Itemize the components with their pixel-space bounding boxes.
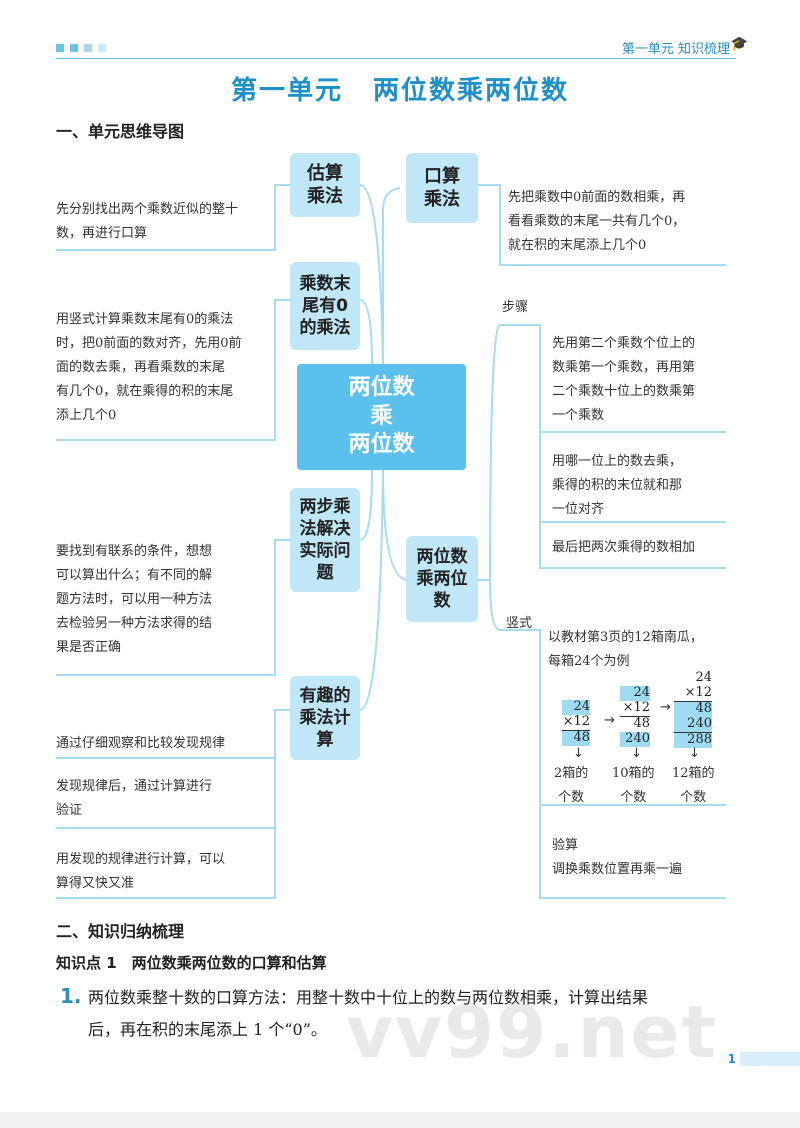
label-check: 验算 (552, 838, 579, 853)
header-decoration (56, 44, 106, 52)
label-vertical-form: 竖式 (506, 616, 533, 631)
header-label: 第一单元 知识梳理 (621, 42, 730, 57)
arrow-down-icon: ↓ (631, 746, 642, 761)
note-estimate: 先分别找出两个乘数近似的整十数，再进行口算 (56, 202, 239, 242)
arrow-down-icon: ↓ (689, 746, 700, 761)
arrow-right-icon: → (660, 700, 671, 715)
mindmap-center-topic: 两位数乘两位数 (297, 364, 466, 470)
page-title: 第一单元两位数乘两位数 (0, 70, 800, 107)
arrow-right-icon: → (604, 713, 615, 728)
item-1-text: 两位数乘整十数的口算方法：用整十数中十位上的数与两位数相乘，计算出结果 后，再在… (88, 988, 649, 1039)
arrow-down-icon: ↓ (573, 746, 584, 761)
node-estimate-multiplication: 估算乘法 (290, 153, 360, 217)
note-check: 调换乘数位置再乘一遍 (552, 862, 683, 877)
title-topic: 两位数乘两位数 (373, 76, 570, 106)
example-text: 以教材第3页的12箱南瓜，每箱24个为例 (548, 630, 703, 670)
item-number: 1. (60, 984, 82, 1008)
mindmap-connectors (56, 184, 726, 899)
calc-step-1: 24 ×12 48 (562, 699, 590, 746)
bottom-strip (0, 1112, 800, 1128)
title-unit: 第一单元 (230, 76, 343, 106)
note-zero-ending: 用竖式计算乘数末尾有0的乘法时，把0前面的数对齐，先用0前面的数去乘，再看乘数的… (56, 312, 242, 424)
note-oral: 先把乘数中0前面的数相乘，再看看乘数的末尾一共有几个0，就在积的末尾添上几个0 (508, 190, 686, 254)
note-two-step: 要找到有联系的条件，想想可以算出什么；有不同的解题方法时，可以用一种方法去检验另… (56, 544, 213, 656)
note-fun-observe: 通过仔细观察和比较发现规律 (56, 736, 226, 751)
page-number-bar (740, 1052, 800, 1066)
step-1: 先用第二个乘数个位上的数乘第一个乘数，再用第二个乘数十位上的数乘第一个乘数 (552, 336, 696, 424)
section-heading-summary: 二、知识归纳梳理 (56, 922, 185, 941)
section-heading-mindmap: 一、单元思维导图 (56, 122, 185, 141)
node-fun-multiplication: 有趣的乘法计算 (290, 676, 360, 760)
caption-10-boxes: 10箱的个数 (612, 766, 655, 806)
note-fun-apply: 用发现的规律进行计算，可以算得又快又准 (56, 852, 226, 892)
knowledge-point-1: 知识点 1 两位数乘两位数的口算和估算 (56, 954, 327, 972)
node-written-multiplication: 两位数乘两位数 (406, 536, 478, 622)
note-fun-verify: 发现规律后，通过计算进行验证 (56, 779, 213, 819)
label-steps: 步骤 (502, 300, 529, 315)
caption-2-boxes: 2箱的个数 (554, 766, 589, 806)
header-rule (56, 58, 736, 59)
watermark: vv99.net (346, 990, 718, 1074)
calc-step-2: 24 ×12 48 240 (620, 685, 650, 747)
node-two-step-problems: 两步乘法解决实际问题 (290, 488, 360, 592)
step-3: 最后把两次乘得的数相加 (552, 540, 696, 555)
step-2: 用哪一位上的数去乘，乘得的积的末位就和那一位对齐 (552, 454, 683, 518)
page-number: 1 (727, 1052, 736, 1066)
calc-step-3: 24 ×12 48 240 288 (674, 670, 712, 748)
graduation-cap-icon: 🎓 (730, 36, 748, 52)
node-oral-multiplication: 口算乘法 (406, 153, 478, 223)
caption-12-boxes: 12箱的个数 (672, 766, 715, 806)
